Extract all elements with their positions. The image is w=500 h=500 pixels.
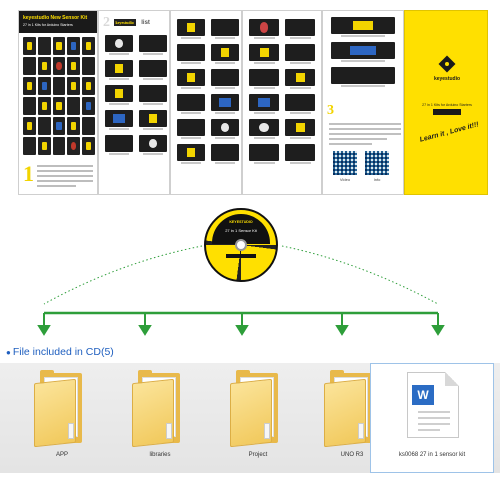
folder-icon [34,370,90,448]
manual-list-panel: 2 keyestudio list [98,10,170,195]
cd-disc: KEYESTUDIO 27 in 1 Sensor Kit [204,208,278,282]
arrow-down-icon [431,313,445,336]
list-heading: 2 keyestudio list [103,15,150,30]
cover-title-bar: keyestudio New Sensor Kit 27 in 1 Kits f… [19,11,97,33]
files-heading-text: File included in CD(5) [12,346,114,358]
folder-icon [324,370,380,448]
manual-foldout: keyestudio New Sensor Kit 27 in 1 Kits f… [18,10,488,195]
cd-kit-name: 27 in 1 Sensor Kit [225,228,257,233]
arrow-down-icon [235,313,249,336]
slogan: Learn it , Love it!!! [419,121,480,144]
arrow-down-icon [335,313,349,336]
folder-label: UNO R3 [340,452,364,458]
bullet-icon: ● [6,348,11,357]
manual-cover-panel: keyestudio New Sensor Kit 27 in 1 Kits f… [18,10,98,195]
word-document-icon: W [407,372,459,438]
manual-download-panel: 3 Video Info [322,10,404,195]
folder-app[interactable]: APP [14,363,110,473]
folder-label: APP [55,452,68,458]
cd-brand: KEYESTUDIO [229,220,253,224]
brand-logo: keyestudio [425,55,469,89]
cd-hole [235,239,247,251]
folder-label: libraries [149,452,171,458]
folder-uno-r3[interactable]: UNO R3 [304,363,400,473]
manual-modules-panel-a [170,10,242,195]
document-file-ks0068[interactable]: W ks0068 27 in 1 sensor kit [370,363,494,473]
arrow-down-icon [138,313,152,336]
folder-project[interactable]: Project [210,363,306,473]
file-explorer-view: APP libraries Project UNO R3 W ks0068 27… [0,363,500,473]
folder-label: Project [248,452,268,458]
qr-code-icon [365,151,389,175]
download-instructions [329,123,401,148]
list-label: list [141,19,150,26]
cover-title: keyestudio New Sensor Kit [23,15,88,21]
module-list [331,17,395,87]
module-list [177,19,239,164]
cover-intro-text: 1 [23,161,95,191]
dotted-arc-right [281,245,439,305]
qr-code-icon [333,151,357,175]
brand-name: keyestudio [433,76,461,82]
keyestudio-logo-icon [438,55,456,73]
back-cover-subtitle: 27 in 1 Kits for Arduino Starters [422,103,472,107]
section-number-3: 3 [327,103,334,118]
cover-subtitle: 27 in 1 Kits for Arduino Starters [23,23,73,27]
folder-icon [230,370,286,448]
document-label: ks0068 27 in 1 sensor kit [398,452,466,458]
back-cover-badge [433,109,461,115]
folder-icon [132,370,188,448]
manual-back-cover: keyestudio 27 in 1 Kits for Arduino Star… [404,10,488,195]
folder-libraries[interactable]: libraries [112,363,208,473]
files-heading: ●File included in CD(5) [6,346,114,358]
dotted-arc-left [43,245,203,305]
cover-module-grid [23,37,95,155]
module-list [249,19,315,164]
manual-modules-panel-b [242,10,322,195]
qr-label: Video [339,177,351,182]
qr-label: Info [373,177,381,182]
module-list [105,35,167,155]
arrow-down-icon [37,313,51,336]
